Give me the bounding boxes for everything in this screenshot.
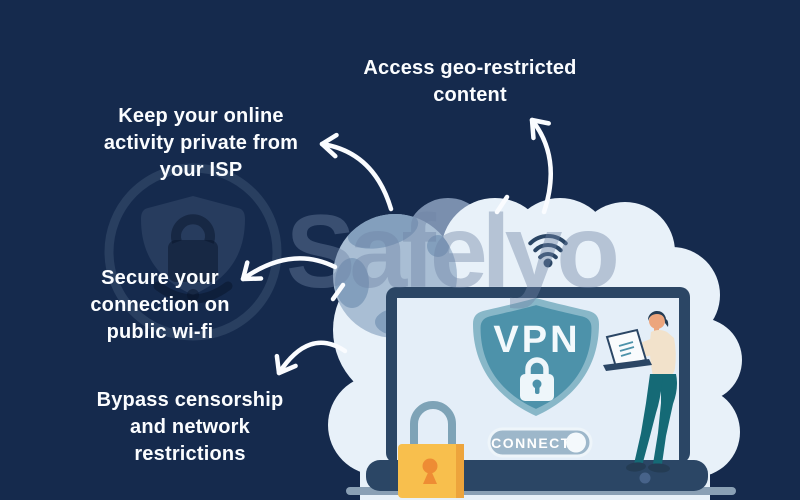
- callout-access-geo-restricted-content: Access geo-restricted content: [330, 55, 610, 109]
- callout-line: content: [433, 84, 507, 106]
- callout-line: Bypass censorship: [96, 389, 284, 411]
- vpn-label: VPN: [493, 319, 580, 361]
- connect-button: CONNECT: [487, 427, 593, 458]
- callout-line: restrictions: [134, 443, 246, 465]
- brand-watermark: Safelyo: [104, 163, 622, 341]
- accent-tick-2: [330, 282, 346, 302]
- callout-line: Secure your: [101, 267, 219, 289]
- callout-arrows: [240, 117, 553, 376]
- callout-line: your ISP: [159, 159, 243, 181]
- callout-line: public wi-fi: [106, 321, 214, 343]
- callout-keep-online-activity-private: Keep your online activity private from y…: [61, 103, 341, 184]
- connect-label: CONNECT: [491, 435, 571, 451]
- callout-bypass-censorship-restrictions: Bypass censorship and network restrictio…: [50, 387, 330, 468]
- vpn-shield-icon: VPN: [473, 298, 599, 416]
- arrow-to-censorship-label: [274, 340, 348, 376]
- arrow-to-geo-label: [529, 117, 553, 215]
- padlock-icon: [398, 401, 464, 498]
- brand-watermark-text: Safelyo: [286, 194, 616, 310]
- callout-line: Keep your online: [118, 105, 284, 127]
- brand-logo-shield-icon: [104, 163, 282, 341]
- callout-secure-connection-public-wifi: Secure your connection on public wi-fi: [20, 265, 300, 346]
- small-laptop-icon: [603, 328, 652, 371]
- arrow-to-wifi-label: [240, 256, 338, 282]
- connect-toggle-knob: [566, 432, 586, 453]
- person-with-laptop: [603, 310, 677, 473]
- callout-line: Access geo-restricted: [363, 57, 577, 79]
- wifi-icon: [528, 233, 568, 268]
- callout-line: activity private from: [103, 132, 299, 154]
- callout-line: connection on: [90, 294, 230, 316]
- callout-line: and network: [130, 416, 250, 438]
- arrow-to-isp-label: [319, 132, 394, 212]
- shield-lock-icon: [520, 357, 554, 401]
- accent-tick-1: [494, 194, 510, 215]
